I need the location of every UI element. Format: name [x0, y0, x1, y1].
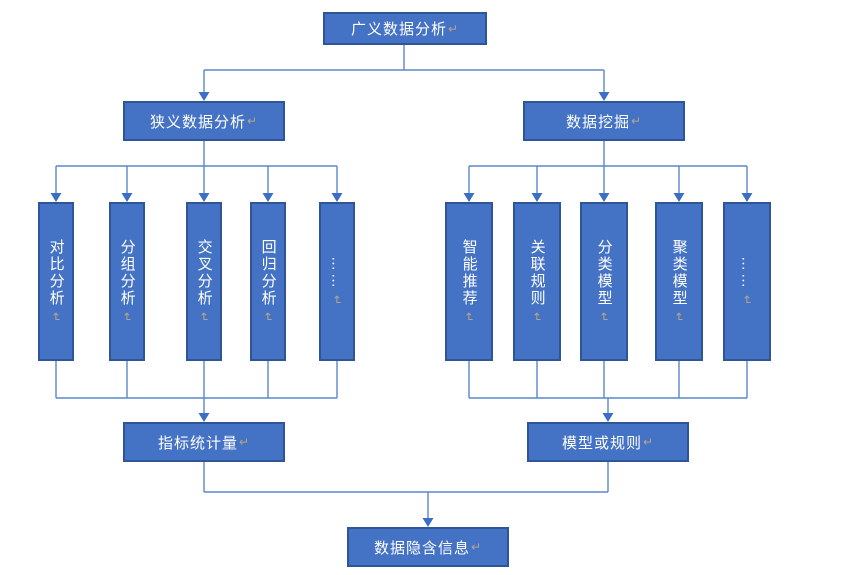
node-grouping-analysis-label: 分组分析 — [118, 239, 136, 307]
node-narrow-data-analysis-label: 狭义数据分析 — [149, 113, 246, 131]
node-intelligent-recommendation[interactable]: 智能推荐 ↵ — [445, 202, 493, 361]
node-implicit-data-information[interactable]: 数据隐含信息↵ — [347, 527, 509, 567]
connector-root-split — [203, 44, 605, 93]
node-clustering-model[interactable]: 聚类模型 ↵ — [655, 202, 703, 361]
node-regression-analysis-label: 回归分析 — [259, 239, 277, 307]
node-broad-data-analysis-label: 广义数据分析 — [350, 21, 447, 38]
node-model-or-rules[interactable]: 模型或规则↵ — [527, 422, 689, 462]
paragraph-mark: ↵ — [49, 311, 63, 323]
connector-left-branch — [55, 141, 338, 194]
paragraph-mark: ↵ — [261, 311, 275, 323]
connector-right-collector — [468, 361, 748, 414]
node-model-or-rules-label: 模型或规则 — [561, 434, 642, 452]
paragraph-mark: ↵ — [447, 21, 460, 36]
node-cross-analysis-label: 交叉分析 — [195, 239, 213, 307]
paragraph-mark: ↵ — [238, 435, 251, 449]
node-narrow-data-analysis[interactable]: 狭义数据分析↵ — [123, 101, 285, 141]
paragraph-mark: ↵ — [597, 311, 611, 323]
node-classification-model-label: 分类模型 — [595, 239, 613, 307]
node-association-rules-label: 关联规则 — [528, 239, 546, 307]
paragraph-mark: ↵ — [197, 311, 211, 323]
paragraph-mark: ↵ — [470, 540, 483, 554]
node-classification-model[interactable]: 分类模型 ↵ — [580, 202, 628, 361]
node-intelligent-recommendation-label: 智能推荐 — [460, 239, 478, 307]
paragraph-mark: ↵ — [672, 311, 686, 323]
node-indicator-statistics-label: 指标统计量 — [157, 434, 238, 452]
paragraph-mark: ↵ — [642, 435, 655, 449]
connector-final-merge — [203, 462, 609, 519]
paragraph-mark: ↵ — [462, 311, 476, 323]
paragraph-mark: ↵ — [120, 311, 134, 323]
node-grouping-analysis[interactable]: 分组分析 ↵ — [109, 202, 145, 361]
node-association-rules[interactable]: 关联规则 ↵ — [513, 202, 561, 361]
node-indicator-statistics[interactable]: 指标统计量↵ — [123, 422, 285, 462]
paragraph-mark: ↵ — [630, 114, 643, 128]
node-cross-analysis[interactable]: 交叉分析 ↵ — [186, 202, 222, 361]
node-ellipsis-right[interactable]: …… ↵ — [723, 202, 771, 361]
paragraph-mark: ↵ — [246, 114, 259, 128]
node-comparison-analysis-label: 对比分析 — [47, 239, 65, 307]
node-ellipsis-left-label: …… — [328, 256, 346, 290]
node-comparison-analysis[interactable]: 对比分析 ↵ — [38, 202, 74, 361]
node-regression-analysis[interactable]: 回归分析 ↵ — [250, 202, 286, 361]
node-data-mining[interactable]: 数据挖掘↵ — [523, 101, 685, 141]
node-implicit-data-information-label: 数据隐含信息 — [373, 539, 470, 557]
node-clustering-model-label: 聚类模型 — [670, 239, 688, 307]
node-broad-data-analysis[interactable]: 广义数据分析↵ — [323, 12, 487, 45]
connector-left-collector — [55, 361, 338, 414]
paragraph-mark: ↵ — [740, 294, 754, 306]
paragraph-mark: ↵ — [530, 311, 544, 323]
paragraph-mark: ↵ — [330, 294, 344, 306]
node-ellipsis-right-label: …… — [738, 256, 756, 290]
node-data-mining-label: 数据挖掘 — [565, 113, 630, 131]
node-ellipsis-left[interactable]: …… ↵ — [319, 202, 355, 361]
connector-right-branch — [468, 141, 748, 194]
